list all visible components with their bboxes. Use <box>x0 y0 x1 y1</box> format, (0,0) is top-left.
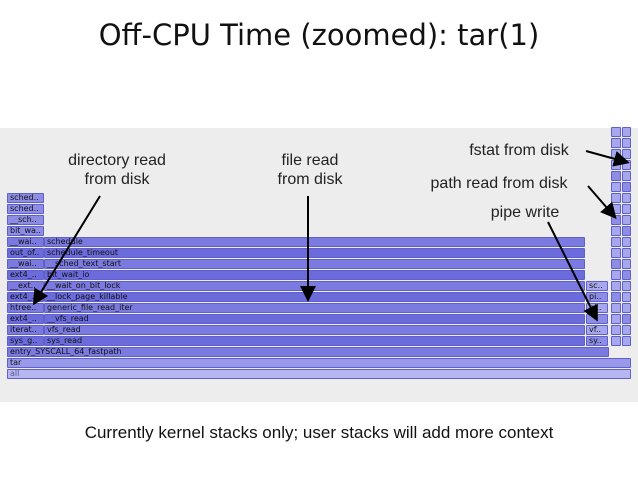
frame-out-of[interactable]: out_of.. <box>7 248 44 258</box>
frame-tiny[interactable] <box>611 314 621 324</box>
frame-tiny[interactable] <box>622 171 631 181</box>
frame-tar[interactable]: tar <box>7 358 631 368</box>
frame-entry-syscall[interactable]: entry_SYSCALL_64_fastpath <box>7 347 609 357</box>
frame-tiny[interactable] <box>611 171 621 181</box>
frame-sched-text-start[interactable]: __sched_text_start <box>44 259 585 269</box>
arrow-fstat <box>585 150 630 167</box>
frame-tiny[interactable] <box>611 281 621 291</box>
annotation-path-read: path read from disk <box>430 175 568 192</box>
frame-tiny[interactable] <box>622 204 631 214</box>
frame-tiny[interactable] <box>611 127 621 137</box>
frame-tiny[interactable] <box>622 281 631 291</box>
frame-sched-1[interactable]: sched.. <box>7 193 44 203</box>
frame-tiny[interactable] <box>611 182 621 192</box>
frame-ext[interactable]: __ext.. <box>7 281 44 291</box>
frame-tiny[interactable] <box>611 138 621 148</box>
arrow-pipe-write <box>547 221 598 322</box>
frame-vfs-read[interactable]: vfs_read <box>44 325 585 335</box>
annotation-fstat: fstat from disk <box>469 142 569 159</box>
annotation-file-read: file read from disk <box>277 152 343 188</box>
slide-caption: Currently kernel stacks only; user stack… <box>84 423 554 442</box>
frame-tiny[interactable] <box>622 215 631 225</box>
frame-iterat[interactable]: iterat.. <box>7 325 44 335</box>
frame-tiny[interactable] <box>611 325 621 335</box>
frame-tiny[interactable] <box>611 303 621 313</box>
frame-sc[interactable]: sc.. <box>586 281 608 291</box>
frame-tiny[interactable] <box>611 248 621 258</box>
frame-ext4-x[interactable]: ext4_.. <box>7 270 44 280</box>
frame-tiny[interactable] <box>622 336 631 346</box>
frame-tiny[interactable] <box>611 237 621 247</box>
frame-bit-wa[interactable]: bit_wa.. <box>7 226 44 236</box>
arrow-directory-read <box>32 195 101 306</box>
frame-tiny[interactable] <box>622 127 631 137</box>
frame-sys-g[interactable]: sys_g.. <box>7 336 44 346</box>
slide-title: Off-CPU Time (zoomed): tar(1) <box>98 18 540 52</box>
frame-tiny[interactable] <box>611 226 621 236</box>
frame-tiny[interactable] <box>622 314 631 324</box>
frame-tiny[interactable] <box>622 182 631 192</box>
frame-tiny[interactable] <box>622 138 631 148</box>
frame-tiny[interactable] <box>622 270 631 280</box>
frame-sched-2[interactable]: sched.. <box>7 204 44 214</box>
annotation-pipe-write: pipe write <box>490 204 560 221</box>
frame-tiny[interactable] <box>622 325 631 335</box>
frame-vf[interactable]: vf.. <box>586 325 608 335</box>
frame-tiny[interactable] <box>622 259 631 269</box>
frame-tiny[interactable] <box>622 292 631 302</box>
frame-htree[interactable]: htree.. <box>7 303 44 313</box>
frame-tiny[interactable] <box>611 336 621 346</box>
frame-tiny[interactable] <box>611 292 621 302</box>
frame-wai-2[interactable]: __wai.. <box>7 259 44 269</box>
frame-schedule-timeout[interactable]: schedule_timeout <box>44 248 585 258</box>
frame-all[interactable]: all <box>7 369 631 379</box>
frame-sy[interactable]: sy.. <box>586 336 608 346</box>
frame-tiny[interactable] <box>611 259 621 269</box>
frame-sch[interactable]: __sch.. <box>7 215 44 225</box>
frame-tiny[interactable] <box>622 226 631 236</box>
frame-tiny[interactable] <box>622 193 631 203</box>
frame-ext4-2[interactable]: ext4_.. <box>7 314 44 324</box>
frame-bit-wait-io[interactable]: bit_wait_io <box>44 270 585 280</box>
frame-sys-read[interactable]: sys_read <box>44 336 585 346</box>
frame-wai-1[interactable]: __wai.. <box>7 237 44 247</box>
frame-tiny[interactable] <box>611 270 621 280</box>
annotation-directory-read: directory read from disk <box>68 152 166 188</box>
frame-tiny[interactable] <box>622 303 631 313</box>
frame-tiny[interactable] <box>622 248 631 258</box>
arrow-path-read <box>587 185 617 220</box>
frame-tiny[interactable] <box>622 237 631 247</box>
frame-schedule[interactable]: schedule <box>44 237 585 247</box>
